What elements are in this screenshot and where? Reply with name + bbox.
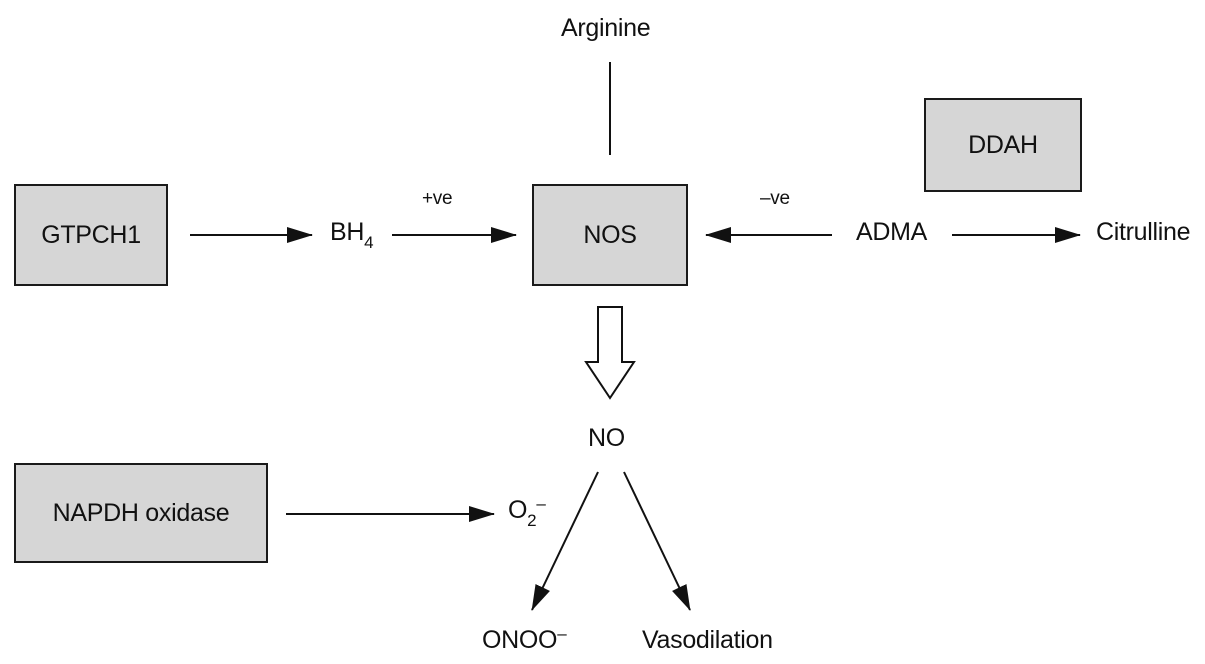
- bh4-label: BH4: [330, 218, 374, 252]
- nos-label: NOS: [583, 220, 637, 249]
- o2-text: O: [508, 496, 528, 524]
- gtpch1-label: GTPCH1: [41, 220, 141, 249]
- napdh-oxidase-box: NAPDH oxidase: [14, 463, 268, 563]
- no-to-onoo-arrow: [531, 471, 599, 611]
- nos-to-no-hollow-arrow: [584, 306, 636, 400]
- gtpch1-box: GTPCH1: [14, 184, 168, 286]
- negative-effect-label: –ve: [760, 188, 790, 210]
- adma-text: ADMA: [856, 218, 928, 246]
- no-to-vasodilation-arrow: [623, 471, 691, 611]
- superoxide-label: O2–: [508, 494, 546, 530]
- bh-text: BH: [330, 218, 365, 246]
- no-label: NO: [588, 424, 625, 453]
- o2-superscript: –: [536, 494, 546, 513]
- arginine-text: Arginine: [561, 14, 651, 42]
- vasodilation-label: Vasodilation: [642, 626, 773, 655]
- citrulline-text: Citrulline: [1096, 218, 1191, 246]
- onoo-superscript: –: [557, 624, 567, 643]
- napdh-oxidase-label: NAPDH oxidase: [52, 498, 230, 527]
- plus-ve-text: +ve: [422, 188, 453, 209]
- ddah-box: DDAH: [924, 98, 1082, 192]
- positive-effect-label: +ve: [422, 188, 453, 210]
- minus-ve-text: –ve: [760, 188, 790, 209]
- ddah-label: DDAH: [968, 130, 1038, 159]
- o2-subscript: 2: [527, 511, 537, 530]
- bh-subscript: 4: [364, 233, 374, 252]
- onoo-text: ONOO: [482, 626, 558, 654]
- vasodilation-text: Vasodilation: [642, 626, 773, 654]
- peroxynitrite-label: ONOO–: [482, 624, 567, 655]
- adma-label: ADMA: [856, 218, 927, 247]
- citrulline-label: Citrulline: [1096, 218, 1191, 247]
- arginine-label: Arginine: [561, 14, 651, 43]
- nos-box: NOS: [532, 184, 688, 286]
- no-text: NO: [588, 424, 625, 452]
